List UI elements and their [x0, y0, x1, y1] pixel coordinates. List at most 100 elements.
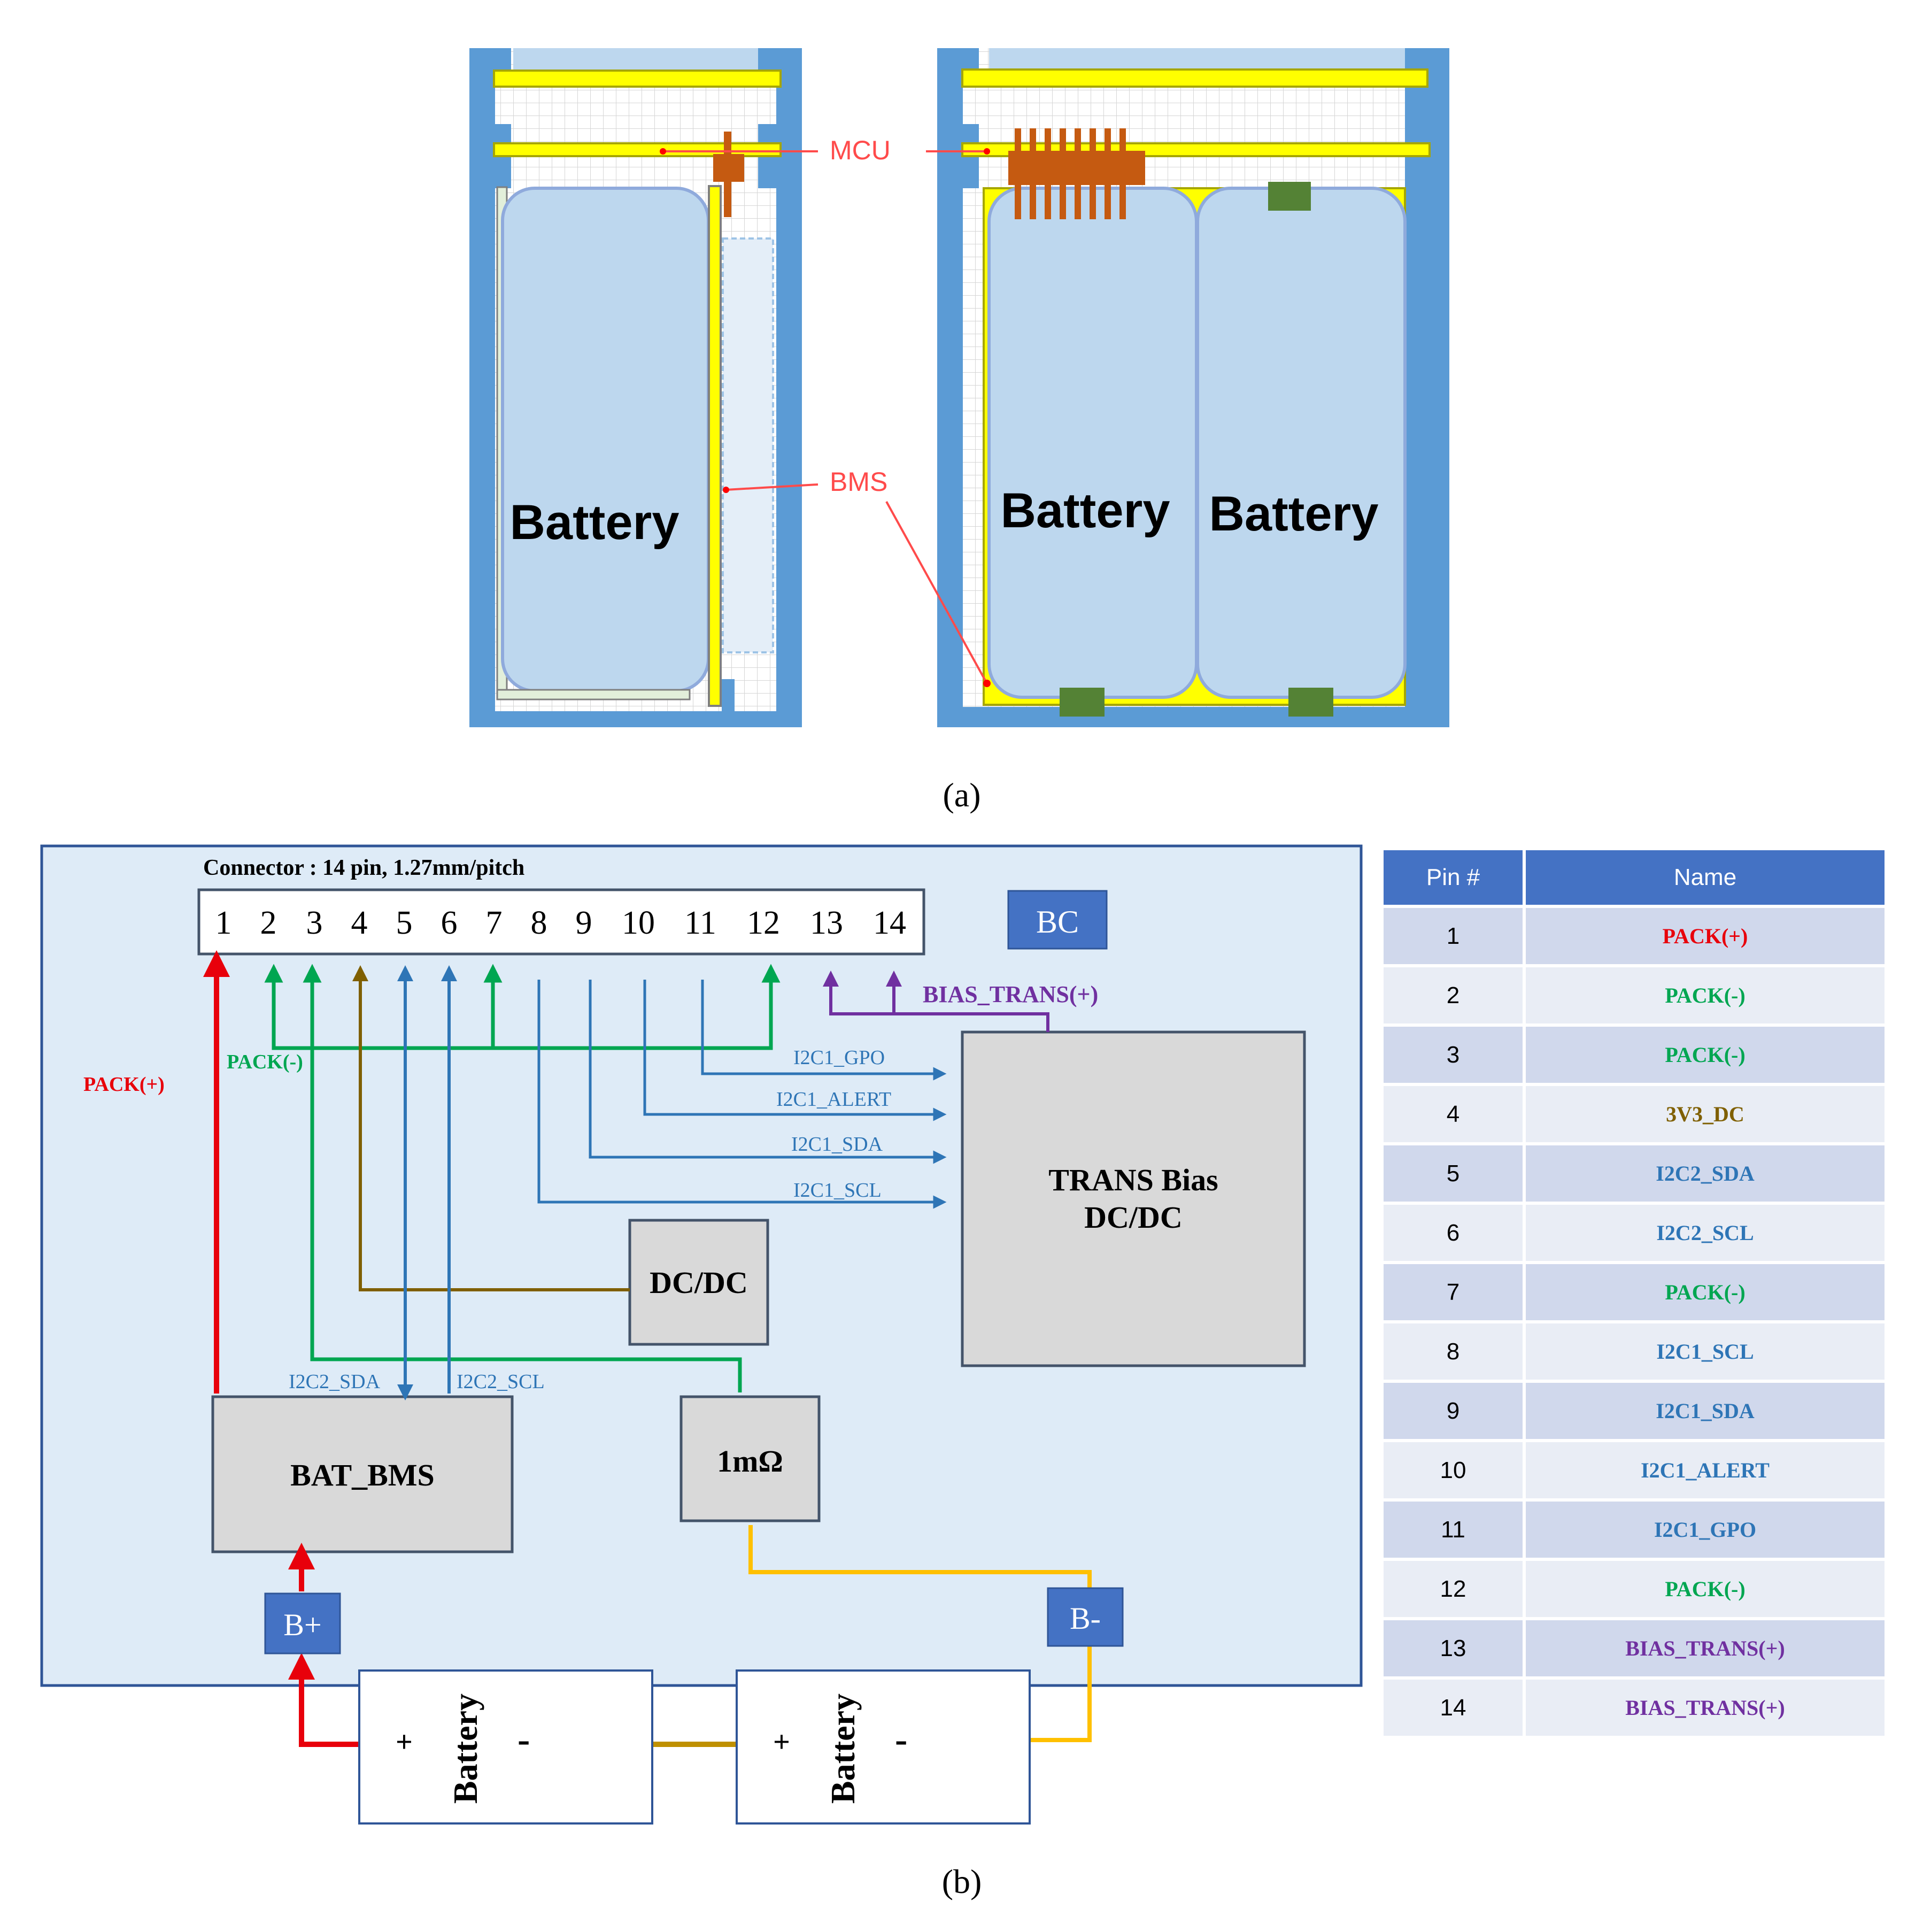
bms-callout-dot	[723, 487, 729, 493]
pack-plus-label: PACK(+)	[83, 1073, 165, 1096]
right-frame-rail	[776, 48, 802, 727]
battery-to-b-plus	[288, 1653, 359, 1747]
battery-label-right-2: Battery	[1209, 487, 1378, 541]
battery-1-minus: -	[518, 1719, 530, 1760]
bms-callout-dot-2	[983, 680, 991, 687]
bottom-frame	[469, 711, 802, 727]
pin-name-cell: BIAS_TRANS(+)	[1523, 1620, 1885, 1676]
bottom-connector-pad-2	[1288, 688, 1333, 717]
pin-number-cell: 11	[1380, 1502, 1523, 1558]
callouts: MCU BMS	[660, 135, 991, 687]
pin-number-cell: 13	[1380, 1620, 1523, 1676]
battery-label-right-1: Battery	[1000, 483, 1170, 538]
battery-2-minus: -	[895, 1719, 907, 1760]
connector-pin-10: 10	[622, 905, 655, 941]
caption-b: (b)	[942, 1862, 982, 1900]
battery-cell-2	[1196, 187, 1407, 699]
dcdc-block	[628, 1219, 769, 1346]
bottom-frame-right	[937, 707, 1449, 727]
pin-table-header: Pin # Name	[1380, 850, 1885, 905]
left-frame-rail-right	[937, 48, 963, 727]
battery-cell-1	[987, 187, 1198, 699]
top-connector-pad	[1268, 182, 1311, 211]
connector-box	[197, 888, 925, 956]
i2c1-alert-label: I2C1_ALERT	[776, 1088, 891, 1111]
connector-pin-4: 4	[351, 905, 368, 941]
connector-pin-13: 13	[810, 905, 843, 941]
pin-name-cell: I2C2_SCL	[1523, 1205, 1885, 1261]
bottom-tab	[722, 679, 735, 711]
i2c2-scl-label: I2C2_SCL	[457, 1371, 545, 1393]
pin-number-cell: 9	[1380, 1383, 1523, 1439]
module-single-battery: Battery	[469, 48, 802, 727]
connector-pin-labels: 1 2 3 4 5 6 7 8 9 10 11 12 13 14	[215, 905, 907, 941]
battery-block-1: + - Battery	[358, 1669, 653, 1825]
top-vent-panel-right	[989, 48, 1406, 71]
connector-pin-6: 6	[441, 905, 458, 941]
connector-pin-3: 3	[306, 905, 323, 941]
connector-pin-14: 14	[873, 905, 906, 941]
trans-bias-block	[961, 1030, 1306, 1367]
top-vent-panel	[513, 48, 759, 71]
mcu-callout-label: MCU	[830, 135, 891, 165]
bms-callout-line	[725, 483, 818, 491]
pin-number-cell: 6	[1380, 1205, 1523, 1261]
mcu-pins-right	[1015, 128, 1126, 219]
trans-bias-label-2: DC/DC	[1084, 1200, 1183, 1235]
pin-number-cell: 10	[1380, 1442, 1523, 1498]
pin-name-cell: I2C1_SDA	[1523, 1383, 1885, 1439]
name-header: Name	[1523, 850, 1885, 905]
pack-minus-label: PACK(-)	[227, 1051, 303, 1073]
pack-minus-bus	[264, 964, 781, 1392]
bias-trans-wire	[823, 971, 1049, 1032]
module-dual-battery: Battery Battery	[937, 48, 1449, 727]
pin-number-cell: 5	[1380, 1145, 1523, 1202]
connector-pin-9: 9	[576, 905, 592, 941]
battery-box-2	[736, 1669, 1031, 1825]
battery-2-plus: +	[773, 1726, 790, 1759]
connector-pin-1: 1	[215, 905, 232, 941]
pin-name-cell: PACK(-)	[1523, 1027, 1885, 1083]
caption-a: (a)	[943, 776, 980, 814]
connector-pin-8: 8	[531, 905, 547, 941]
connector-pin-5: 5	[396, 905, 413, 941]
bms-spacer	[722, 237, 774, 653]
bc-badge	[1007, 890, 1108, 950]
bms-callout-label: BMS	[830, 467, 887, 497]
connector-pin-12: 12	[747, 905, 780, 941]
battery-1-label: Battery	[446, 1694, 484, 1804]
bms-callout-line-2	[885, 501, 988, 684]
v3v3-wire	[352, 965, 630, 1291]
bat-bms-label: BAT_BMS	[290, 1458, 435, 1492]
pin-name-cell: PACK(-)	[1523, 967, 1885, 1023]
pin-number-cell: 3	[1380, 1027, 1523, 1083]
pin-name-cell: BIAS_TRANS(+)	[1523, 1680, 1885, 1736]
bottom-strip	[496, 689, 691, 701]
pin-number-cell: 7	[1380, 1264, 1523, 1320]
right-frame-rail-right-inner	[1405, 48, 1424, 727]
mcu-callout-right-dot	[984, 148, 990, 155]
mcu-callout-left-dot	[660, 148, 666, 155]
pin-number-cell: 14	[1380, 1680, 1523, 1736]
pin-name-cell: 3V3_DC	[1523, 1086, 1885, 1142]
right-frame-rail-right	[1424, 48, 1449, 727]
pin-name-cell: PACK(-)	[1523, 1264, 1885, 1320]
battery-block-2: + - Battery	[736, 1669, 1031, 1825]
connector-pin-11: 11	[684, 905, 716, 941]
dcdc-label: DC/DC	[650, 1265, 748, 1300]
i2c1-gpo-label: I2C1_GPO	[793, 1046, 885, 1069]
